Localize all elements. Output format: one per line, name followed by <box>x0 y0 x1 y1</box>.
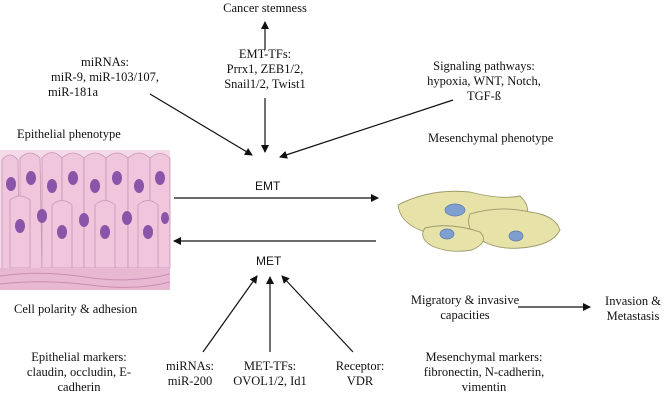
mesenchymal-markers-block: Mesenchymal markers: fibronectin, N-cadh… <box>414 350 554 395</box>
met-tfs-line-1: MET-TFs: <box>243 359 297 373</box>
met-tfs-line-2: OVOL1/2, Id1 <box>233 374 307 388</box>
epithelial-markers-line-3: cadherin <box>57 380 101 394</box>
signaling-line-3: TGF-ß <box>466 89 502 103</box>
mesenchymal-markers-line-3: vimentin <box>461 380 507 394</box>
emt-tfs-line-3: Snail1/2, Twist1 <box>224 77 306 91</box>
epithelial-markers-block: Epithelial markers: claudin, occludin, E… <box>14 350 144 395</box>
migratory-line-2: capacities <box>440 308 490 322</box>
cancer-stemness-label: Cancer stemness <box>223 1 307 15</box>
mesenchymal-cells-image <box>397 190 561 252</box>
mesenchymal-markers-line-1: Mesenchymal markers: <box>425 350 543 364</box>
emt-tfs-line-2: Prrx1, ZEB1/2, <box>226 62 304 76</box>
receptor-line-1: Receptor: <box>335 359 385 373</box>
arrow-mirnas-to-emt <box>149 93 253 156</box>
migratory-line-1: Migratory & invasive <box>410 293 520 307</box>
epithelial-tissue-image <box>0 150 171 290</box>
mirnas-bottom-line-2: miR-200 <box>167 374 213 388</box>
mirnas-bottom-block: miRNAs: miR-200 <box>160 359 220 389</box>
epithelial-phenotype-label: Epithelial phenotype <box>17 127 121 141</box>
met-label: MET <box>256 254 282 268</box>
mirnas-top-line-1: miRNAs: <box>81 55 129 69</box>
emt-tfs-block: EMT-TFs: Prrx1, ZEB1/2, Snail1/2, Twist1 <box>208 47 322 92</box>
arrow-receptor-to-met <box>281 275 354 353</box>
mesenchymal-phenotype-label: Mesenchymal phenotype <box>428 131 554 145</box>
signaling-line-1: Signaling pathways: <box>433 59 535 73</box>
epithelial-markers-line-1: Epithelial markers: <box>31 350 127 364</box>
mirnas-top-line-3: miR-181a <box>48 85 98 99</box>
signaling-line-2: hypoxia, WNT, Notch, <box>427 74 541 88</box>
emt-tfs-line-1: EMT-TFs: <box>238 47 292 61</box>
migratory-block: Migratory & invasive capacities <box>408 293 522 323</box>
receptor-line-2: VDR <box>346 374 374 388</box>
mirnas-top-block: miRNAs: miR-9, miR-103/107, miR-181a <box>40 55 170 100</box>
emt-label: EMT <box>255 179 281 193</box>
mirnas-top-line-2: miR-9, miR-103/107, <box>51 70 159 84</box>
invasion-line-1: Invasion & <box>605 294 661 308</box>
invasion-block: Invasion & Metastasis <box>598 294 668 324</box>
epithelial-markers-line-2: claudin, occludin, E- <box>26 365 132 379</box>
mirnas-bottom-line-1: miRNAs: <box>166 359 214 373</box>
mesenchymal-markers-line-2: fibronectin, N-cadherin, <box>423 365 545 379</box>
signaling-block: Signaling pathways: hypoxia, WNT, Notch,… <box>414 59 554 104</box>
invasion-line-2: Metastasis <box>606 309 660 323</box>
receptor-block: Receptor: VDR <box>330 359 390 389</box>
arrow-signaling-to-emt <box>279 99 454 159</box>
arrow-mirna200-to-met <box>202 275 258 353</box>
cell-polarity-label: Cell polarity & adhesion <box>14 302 138 316</box>
met-tfs-block: MET-TFs: OVOL1/2, Id1 <box>230 359 310 389</box>
